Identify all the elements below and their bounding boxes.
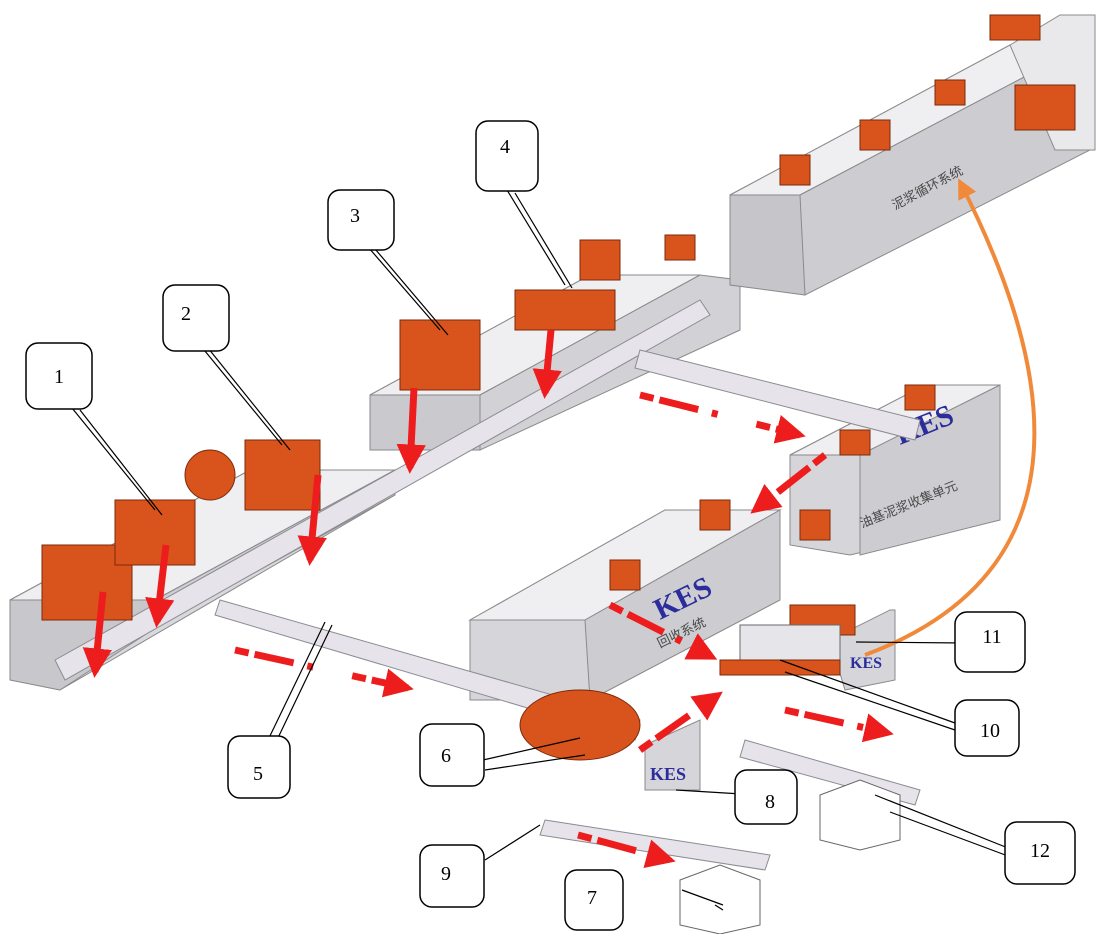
callout-2-label: 2 [181,303,191,325]
agitator-6 [840,430,870,455]
callout-7: 7 [565,870,623,930]
mixing-hopper [990,15,1040,40]
callout-4-label: 4 [500,136,510,158]
decanter-10 [720,625,840,675]
callout-9: 9 [420,845,484,907]
callout-5-label: 5 [253,763,263,785]
agitator-4 [935,80,965,105]
decanter-centrifuge [515,290,615,330]
vertical-dryer [520,690,640,760]
mud-cleaner [400,320,480,390]
centrifuge-tank [185,450,235,500]
flow-arrow [785,710,888,733]
callout-5: 5 [228,736,290,798]
callout-8: 8 [735,770,797,824]
callout-10-label: 10 [980,720,1000,742]
agitator-5 [905,385,935,410]
callout-11: 11 [955,612,1025,672]
decanter-skid [720,660,840,675]
flow-arrow [410,388,414,468]
mud-pump [1015,85,1075,130]
agitator-7 [700,500,730,530]
agitator-9 [800,510,830,540]
callout-1: 1 [26,343,92,409]
callout-11-label: 11 [982,626,1001,648]
callout-4: 4 [476,121,538,191]
desander-unit [245,440,320,510]
decanter-body [740,625,840,665]
callout-7-label: 7 [587,887,597,909]
callout-3-label: 3 [350,205,360,227]
callout-9-label: 9 [441,863,451,885]
callout-6: 6 [420,724,484,786]
callout-3: 3 [328,190,394,250]
kes-logo-small-2: KES [850,655,882,672]
kes-logo-small: KES [650,764,686,784]
agitator-8 [610,560,640,590]
callout-12-label: 12 [1030,840,1050,862]
callout-1-label: 1 [54,366,64,388]
callout-12: 12 [1005,822,1075,884]
pump-1 [580,240,620,280]
callout-6-label: 6 [441,745,451,767]
agitator-2 [780,155,810,185]
agitator-3 [860,120,890,150]
callout-10: 10 [955,700,1019,756]
agitator-1 [665,235,695,260]
callout-8-label: 8 [765,791,775,813]
callout-2: 2 [163,285,229,351]
